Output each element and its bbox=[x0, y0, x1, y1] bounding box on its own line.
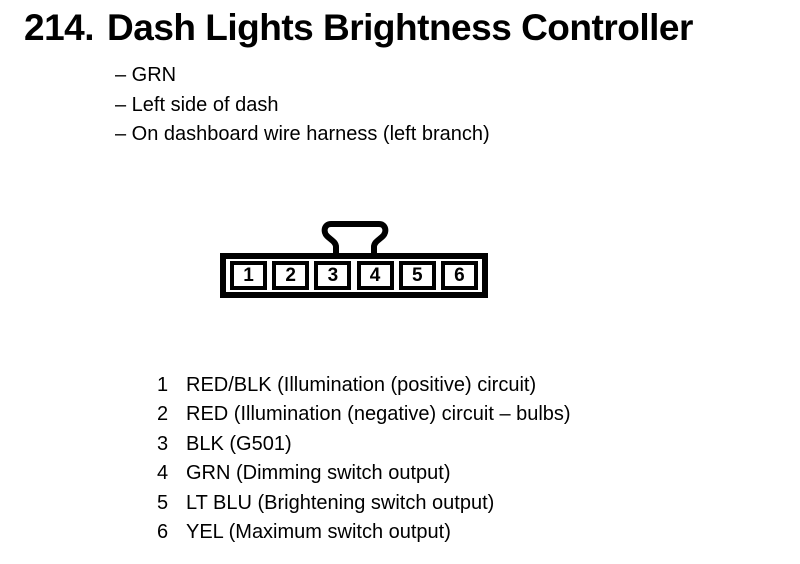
detail-line: – On dashboard wire harness (left branch… bbox=[115, 123, 490, 145]
pin-number: 4 bbox=[157, 462, 169, 485]
pin-row: 6 YEL (Maximum switch output) bbox=[157, 518, 571, 547]
pin-description: RED/BLK (Illumination (positive) circuit… bbox=[186, 374, 537, 396]
pin-number: 6 bbox=[157, 521, 169, 544]
pin-description: YEL (Maximum switch output) bbox=[186, 521, 451, 544]
pin-row: 4 GRN (Dimming switch output) bbox=[157, 459, 571, 488]
pin-row: 2 RED (Illumination (negative) circuit –… bbox=[157, 400, 571, 429]
pin-number: 2 bbox=[157, 403, 169, 426]
pin-number: 3 bbox=[157, 432, 169, 455]
detail-line: – Left side of dash bbox=[115, 93, 279, 116]
connector-pin-cell: 1 bbox=[230, 261, 267, 290]
pin-number: 5 bbox=[157, 491, 169, 514]
pin-row: 1 RED/BLK (Illumination (positive) circu… bbox=[157, 371, 571, 400]
connector-latch-tab-icon bbox=[321, 221, 389, 256]
pin-number: 1 bbox=[157, 374, 169, 396]
pin-row: 5 LT BLU (Brightening switch output) bbox=[157, 489, 571, 518]
pin-description: GRN (Dimming switch output) bbox=[186, 462, 451, 485]
detail-line: – GRN bbox=[115, 64, 177, 86]
pin-description-list: 1 RED/BLK (Illumination (positive) circu… bbox=[157, 371, 571, 547]
connector-pin-cell: 5 bbox=[398, 261, 436, 290]
pin-description: BLK (G501) bbox=[186, 432, 292, 455]
connector-pin-cell: 4 bbox=[356, 261, 394, 290]
connector-pin-cell: 6 bbox=[440, 261, 478, 290]
detail-list: – GRN – Left side of dash – On dashboard… bbox=[115, 61, 490, 150]
connector-pin-cell: 2 bbox=[272, 261, 310, 290]
connector-body: 1 2 3 4 5 6 bbox=[220, 253, 488, 298]
page-heading: 214. Dash Lights Brightness Controller bbox=[24, 7, 693, 49]
item-number: 214. bbox=[24, 7, 95, 48]
pin-description: RED (Illumination (negative) circuit – b… bbox=[186, 403, 571, 426]
pin-description: LT BLU (Brightening switch output) bbox=[186, 491, 495, 514]
page-title: Dash Lights Brightness Controller bbox=[107, 7, 693, 48]
connector-pin-cell: 3 bbox=[314, 261, 352, 290]
pin-row: 3 BLK (G501) bbox=[157, 430, 571, 459]
